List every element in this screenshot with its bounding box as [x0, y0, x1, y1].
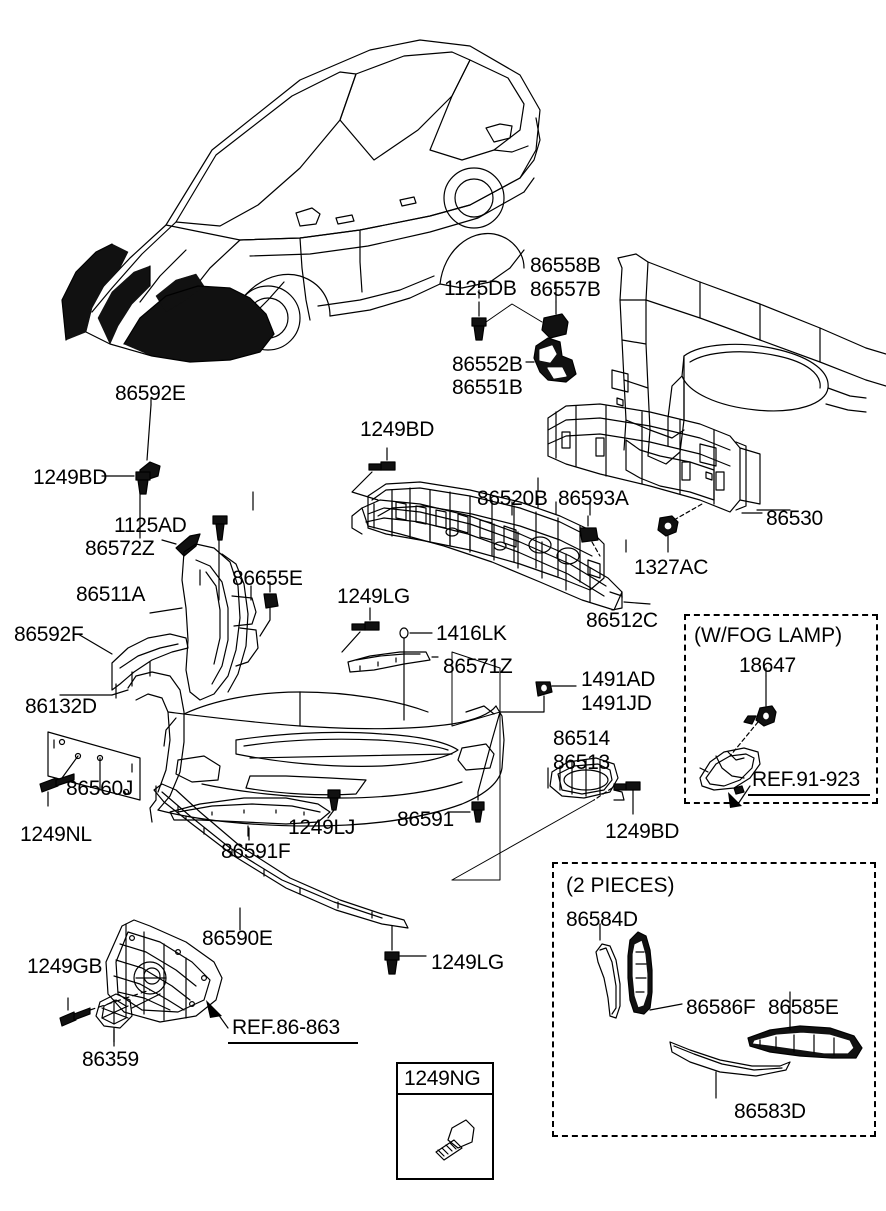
part-86132d-bumper-cover [59, 671, 505, 827]
callout-ref-86-863: REF.86-863 [232, 1016, 340, 1039]
callout-1249gb: 1249GB [27, 955, 103, 978]
fastener-1125db [471, 301, 487, 341]
callout-86557b: 86557B [530, 278, 601, 301]
fastener-1416lk [399, 627, 433, 721]
callout-86591f: 86591F [221, 840, 291, 863]
fastener-1249lg-upper [341, 607, 380, 653]
callout-86592f: 86592F [14, 623, 84, 646]
screw-legend-header [396, 1062, 494, 1095]
fastener-86591 [447, 711, 501, 823]
ref-86-863-underline [228, 1042, 358, 1044]
two-pieces-box-title: (2 PIECES) [566, 874, 675, 897]
callout-86558b: 86558B [530, 254, 601, 277]
callout-86511a: 86511A [76, 583, 146, 606]
fastener-1491ad [499, 681, 577, 713]
callout-86593a: 86593A [558, 487, 629, 510]
callout-86584d: 86584D [566, 908, 638, 931]
callout-18647: 18647 [739, 654, 796, 677]
callout-86571z: 86571Z [443, 655, 513, 678]
fastener-1249bd-mid [351, 447, 396, 501]
callout-1249lg-upper: 1249LG [337, 585, 410, 608]
fastener-1249lg-lower [384, 925, 427, 975]
callout-86513: 86513 [553, 751, 610, 774]
callout-1249bd-mid: 1249BD [360, 418, 435, 441]
callout-86590e: 86590E [202, 927, 273, 950]
two-pieces-box [552, 862, 876, 1137]
callout-86591: 86591 [397, 808, 454, 831]
callout-1249lg-lower: 1249LG [431, 951, 504, 974]
callout-1249bd-left: 1249BD [33, 466, 108, 489]
callout-86655e: 86655E [232, 567, 303, 590]
ref-86-863-arrow [206, 1000, 229, 1029]
callout-1125db: 1125DB [444, 277, 517, 300]
part-86359-emblem [95, 993, 161, 1043]
callout-86520b: 86520B [477, 487, 548, 510]
callout-86583d: 86583D [734, 1100, 806, 1123]
callout-86514: 86514 [553, 727, 610, 750]
fastener-1249bd-left [101, 471, 151, 495]
vehicle-front-bumper-outline [61, 243, 275, 363]
callout-1249bd-right: 1249BD [605, 820, 680, 843]
callout-86560j: 86560J [66, 777, 134, 800]
callout-86552b: 86552B [452, 353, 523, 376]
part-86592f-molding [77, 633, 189, 699]
callout-86359: 86359 [82, 1048, 139, 1071]
part-86593a-clip [579, 515, 601, 557]
callout-ref-91-923: REF.91-923 [752, 768, 860, 791]
callout-1327ac: 1327AC [634, 556, 709, 579]
part-86530-carrier [611, 253, 886, 501]
ref-91-923-underline [748, 794, 870, 796]
callout-1491jd: 1491JD [581, 692, 652, 715]
callout-86585e: 86585E [768, 996, 839, 1019]
callout-1125ad: 1125AD [114, 514, 187, 537]
part-86551b-bracket [525, 337, 577, 383]
fog-lamp-box [684, 614, 878, 804]
callout-86592e: 86592E [115, 382, 186, 405]
fastener-1327ac [657, 503, 703, 553]
callout-1416lk: 1416LK [436, 622, 507, 645]
vehicle-front-bumper-shading [61, 243, 275, 363]
callout-1249lj: 1249LJ [288, 816, 356, 839]
vehicle-illustration [65, 39, 541, 351]
part-86571z-strip [347, 651, 439, 673]
callout-86551b: 86551B [452, 376, 523, 399]
fastener-1125ad [212, 515, 228, 601]
callout-86572z: 86572Z [85, 537, 155, 560]
fog-lamp-box-title: (W/FOG LAMP) [694, 624, 843, 647]
part-86557b-clip [541, 301, 569, 339]
fastener-1249gb [59, 989, 151, 1027]
callout-86512c: 86512C [586, 609, 658, 632]
callout-1491ad: 1491AD [581, 668, 656, 691]
callout-86530: 86530 [766, 507, 823, 530]
fastener-1249bd-right [593, 781, 641, 815]
callout-1249ng: 1249NG [404, 1067, 481, 1090]
callout-86132d: 86132D [25, 695, 97, 718]
callout-1249nl: 1249NL [20, 823, 92, 846]
callout-86586f: 86586F [686, 996, 756, 1019]
fastener-1249lj [327, 789, 341, 819]
